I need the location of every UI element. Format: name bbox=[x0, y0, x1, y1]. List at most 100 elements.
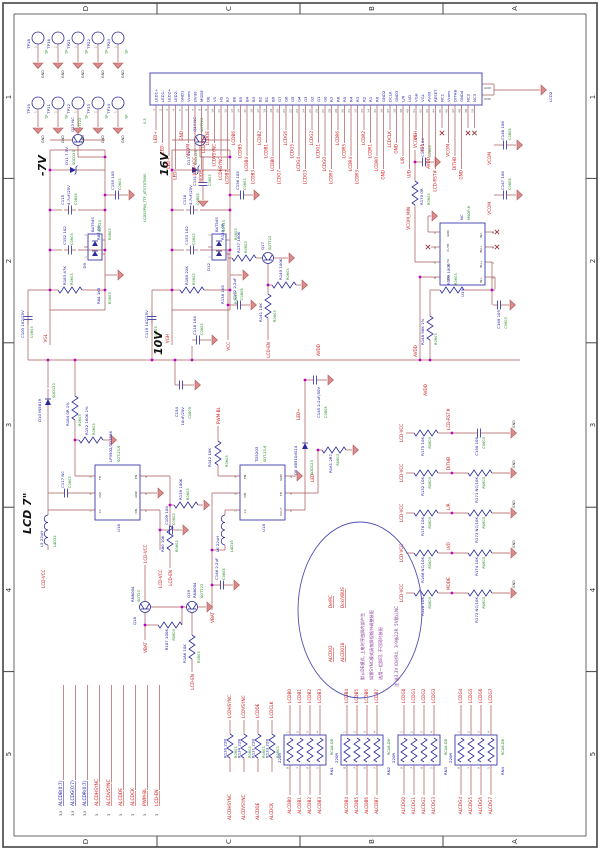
svg-text:LCDDE: LCDDE bbox=[205, 131, 210, 146]
svg-text:C150 105: C150 105 bbox=[474, 436, 479, 455]
svg-text:L/R: L/R bbox=[446, 503, 451, 510]
svg-text:VBAT: VBAT bbox=[143, 642, 148, 653]
svg-text:6: 6 bbox=[420, 767, 424, 769]
svg-text:LED+: LED+ bbox=[153, 131, 158, 143]
svg-text:LCDB0: LCDB0 bbox=[287, 689, 292, 703]
svg-text:11: 11 bbox=[217, 109, 221, 113]
svg-text:TP11: TP11 bbox=[46, 103, 51, 114]
svg-text:GND: GND bbox=[512, 540, 516, 548]
svg-text:C0603: C0603 bbox=[200, 323, 204, 335]
svg-text:R109 100K: R109 100K bbox=[446, 263, 451, 285]
svg-text:LCDB7: LCDB7 bbox=[225, 170, 230, 184]
no-connect-marks bbox=[425, 229, 500, 250]
svg-text:R187 100K: R187 100K bbox=[164, 629, 169, 651]
svg-text:R3: R3 bbox=[355, 96, 360, 102]
svg-text:GND: GND bbox=[484, 86, 492, 90]
svg-text:42: 42 bbox=[419, 109, 423, 113]
svg-text:R174 10K: R174 10K bbox=[474, 557, 479, 576]
svg-text:220R: 220R bbox=[334, 753, 339, 763]
svg-text:1: 1 bbox=[74, 111, 78, 113]
svg-text:LCDR2: LCDR2 bbox=[361, 131, 366, 145]
svg-text:22: 22 bbox=[289, 109, 293, 113]
svg-text:5: 5 bbox=[5, 752, 13, 756]
svg-text:R0603: R0603 bbox=[172, 629, 176, 641]
svg-text:L5 22uH: L5 22uH bbox=[39, 531, 44, 547]
svg-text:R80 10K: R80 10K bbox=[160, 535, 165, 552]
svg-text:3: 3 bbox=[306, 731, 310, 733]
svg-text:B4: B4 bbox=[244, 96, 249, 102]
svg-text:SOT723: SOT723 bbox=[78, 118, 82, 132]
svg-text:R0603: R0603 bbox=[197, 651, 201, 663]
svg-text:Q13 NC: Q13 NC bbox=[70, 117, 75, 132]
svg-text:38: 38 bbox=[393, 109, 397, 113]
svg-text:VGH: VGH bbox=[165, 334, 170, 343]
svg-text:R0603: R0603 bbox=[286, 268, 290, 280]
svg-text:L6 22uH: L6 22uH bbox=[215, 536, 220, 552]
svg-text:G6: G6 bbox=[283, 96, 288, 102]
svg-text:C156 105: C156 105 bbox=[235, 171, 240, 190]
svg-text:7: 7 bbox=[410, 767, 414, 769]
svg-text:6: 6 bbox=[234, 493, 238, 495]
svg-text:LCDR4: LCDR4 bbox=[348, 157, 353, 171]
svg-text:1: 1 bbox=[84, 256, 88, 258]
svg-text:ALCDB2: ALCDB2 bbox=[307, 797, 312, 814]
svg-text:14: 14 bbox=[237, 109, 241, 113]
svg-text:GND: GND bbox=[394, 144, 399, 154]
svg-text:R141 10K: R141 10K bbox=[258, 303, 263, 322]
svg-text:34: 34 bbox=[367, 109, 371, 113]
svg-text:C102 2.2uF: C102 2.2uF bbox=[232, 277, 237, 300]
svg-text:R0603: R0603 bbox=[273, 310, 277, 322]
svg-text:RN3: RN3 bbox=[443, 766, 448, 775]
svg-text:AVDD: AVDD bbox=[426, 157, 431, 169]
svg-text:R159 0R: R159 0R bbox=[220, 223, 225, 240]
svg-text:3: 3 bbox=[143, 814, 147, 816]
svg-text:44: 44 bbox=[432, 109, 436, 113]
svg-text:ALCDG4: ALCDG4 bbox=[458, 797, 463, 815]
svg-text:3: 3 bbox=[119, 814, 123, 816]
svg-text:R133 22R: R133 22R bbox=[265, 739, 270, 758]
svg-text:C0805: C0805 bbox=[188, 407, 192, 419]
svg-text:SOD123: SOD123 bbox=[52, 383, 56, 398]
svg-text:Q19: Q19 bbox=[186, 589, 191, 598]
svg-text:VCOM: VCOM bbox=[487, 202, 492, 215]
svg-text:TP: TP bbox=[85, 49, 89, 55]
svg-text:C148 106: C148 106 bbox=[500, 121, 505, 140]
svg-text:LX: LX bbox=[243, 509, 247, 513]
svg-text:LCD50PIN_TTF_AT070TN90: LCD50PIN_TTF_AT070TN90 bbox=[143, 173, 147, 222]
svg-text:4.7uF/25V: 4.7uF/25V bbox=[188, 185, 193, 205]
svg-text:ALCDHSYNC: ALCDHSYNC bbox=[227, 794, 232, 820]
svg-text:C109 104: C109 104 bbox=[164, 506, 169, 525]
svg-text:C0603: C0603 bbox=[208, 174, 212, 186]
svg-text:C0603: C0603 bbox=[504, 317, 508, 329]
svg-text:ALCDB(0:7): ALCDB(0:7) bbox=[58, 780, 64, 806]
svg-text:1: 1 bbox=[400, 731, 404, 733]
svg-text:VBAT: VBAT bbox=[210, 612, 215, 623]
svg-text:20: 20 bbox=[276, 109, 280, 113]
svg-text:U/D: U/D bbox=[407, 95, 412, 102]
svg-text:ALCDB4: ALCDB4 bbox=[344, 797, 349, 814]
svg-text:C: C bbox=[225, 6, 233, 11]
svg-text:R0603: R0603 bbox=[482, 477, 486, 489]
svg-text:U19: U19 bbox=[460, 288, 465, 296]
svg-text:VGL: VGL bbox=[420, 93, 425, 102]
svg-text:TP: TP bbox=[65, 114, 69, 120]
svg-text:FB: FB bbox=[279, 492, 283, 496]
svg-text:LED+: LED+ bbox=[166, 157, 171, 169]
svg-text:4: 4 bbox=[5, 587, 13, 592]
svg-text:GND: GND bbox=[81, 70, 85, 78]
svg-text:G7: G7 bbox=[277, 96, 282, 102]
test-points: TP18TP1GNDTP16TP1GNDTP21TP1GNDTP22TP1GND… bbox=[26, 31, 129, 143]
svg-text:VIN: VIN bbox=[243, 493, 247, 498]
svg-text:R140 100K: R140 100K bbox=[278, 258, 283, 280]
svg-text:MODE: MODE bbox=[199, 90, 204, 102]
svg-text:49: 49 bbox=[464, 109, 468, 113]
svg-text:LCDB3: LCDB3 bbox=[317, 689, 322, 703]
svg-text:48: 48 bbox=[458, 109, 462, 113]
svg-text:IN2+: IN2+ bbox=[479, 245, 483, 253]
svg-text:3,5: 3,5 bbox=[59, 811, 63, 816]
svg-text:C147 106: C147 106 bbox=[500, 171, 505, 190]
svg-text:4: 4 bbox=[487, 731, 491, 733]
svg-text:R139 100K: R139 100K bbox=[178, 478, 183, 500]
svg-text:1: 1 bbox=[114, 46, 118, 48]
